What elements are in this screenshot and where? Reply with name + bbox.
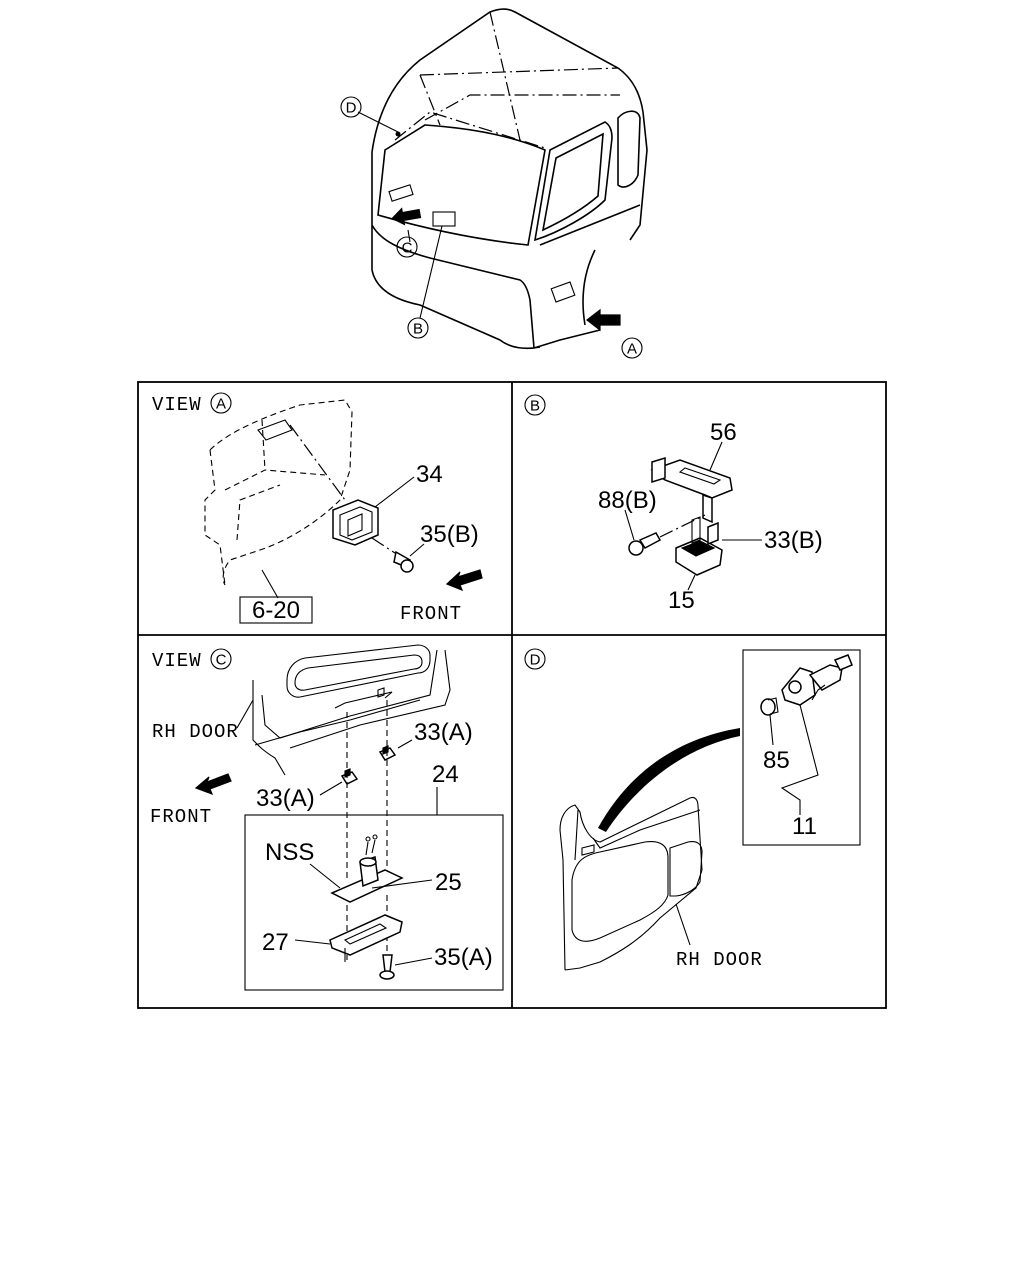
part-33a-top-label: 33(A) (414, 719, 473, 746)
panel-b-letter: B (530, 398, 540, 415)
detail-swoosh (598, 728, 740, 832)
part-11-label: 11 (792, 813, 817, 840)
callout-c-label: C (402, 240, 413, 257)
part-35b-screw (371, 537, 414, 573)
part-34-lamp (332, 499, 379, 546)
part-85-bulb (760, 697, 779, 716)
nss-label: NSS (265, 839, 314, 866)
part-33a-left-label: 33(A) (256, 785, 315, 812)
part-27-label: 27 (262, 929, 289, 956)
step-panel-drawing (204, 399, 353, 586)
part-35a-label: 35(A) (434, 944, 493, 971)
view-c-letter: C (216, 652, 227, 669)
detail-inset-box (742, 649, 861, 846)
panel-grid (137, 381, 887, 1009)
part-56-bracket (650, 456, 733, 524)
panel-view-d: D 85 11 RH D (524, 648, 861, 971)
view-a-circle: A (210, 392, 232, 414)
part-25-label: 25 (435, 869, 462, 896)
part-88b-label: 88(B) (598, 487, 657, 514)
rh-door-drawing (559, 796, 703, 971)
panel-c-front-arrow-icon (194, 773, 232, 796)
ref-box-label: 6-20 (252, 597, 300, 624)
subassembly-24-box (244, 814, 504, 991)
panel-d-circle: D (524, 648, 546, 670)
panel-b-circle: B (524, 394, 546, 416)
callout-a: A (621, 337, 643, 359)
part-35a-screw (379, 954, 395, 980)
part-27-lens (329, 914, 403, 962)
panel-d-rh-door: RH DOOR (676, 949, 763, 971)
callout-b-label: B (413, 321, 423, 338)
panel-c-rh-door: RH DOOR (152, 721, 239, 743)
callout-d-label: D (346, 100, 357, 117)
panel-view-a: VIEW A 34 35(B) (152, 392, 483, 625)
part-56-label: 56 (710, 419, 737, 446)
part-35b-label: 35(B) (420, 521, 479, 548)
panel-view-b: B 56 88(B) 15 33(B) (524, 394, 823, 614)
front-arrow-icon (445, 569, 483, 592)
view-c-prefix: VIEW (152, 650, 202, 672)
panel-a-front-label: FRONT (400, 603, 462, 625)
door-frame-drawing (252, 644, 451, 776)
part-85-label: 85 (763, 747, 790, 774)
part-24-label: 24 (432, 761, 459, 788)
callout-a-label: A (627, 341, 637, 358)
panel-view-c: VIEW C RH DOOR FRONT 33(A) (150, 644, 504, 991)
part-88b-bolt (628, 514, 706, 556)
callout-d: D (340, 96, 362, 118)
view-a-letter: A (216, 396, 226, 413)
ref-box-6-20 (239, 596, 313, 624)
view-a-prefix: VIEW (152, 394, 202, 416)
part-33a-clip-left (340, 768, 359, 785)
part-33b-label: 33(B) (764, 527, 823, 554)
panel-d-letter: D (530, 652, 541, 669)
panel-c-front-label: FRONT (150, 806, 212, 828)
part-15-label: 15 (668, 587, 695, 614)
callout-c: C (396, 236, 418, 258)
callout-b: B (407, 317, 429, 339)
part-11-lamp-holder (781, 654, 853, 706)
truck-cab-overview (357, 8, 648, 350)
part-25-lamp (330, 834, 404, 903)
part-34-label: 34 (416, 461, 443, 488)
part-15-lamp (675, 516, 723, 576)
view-c-circle: C (210, 648, 232, 670)
